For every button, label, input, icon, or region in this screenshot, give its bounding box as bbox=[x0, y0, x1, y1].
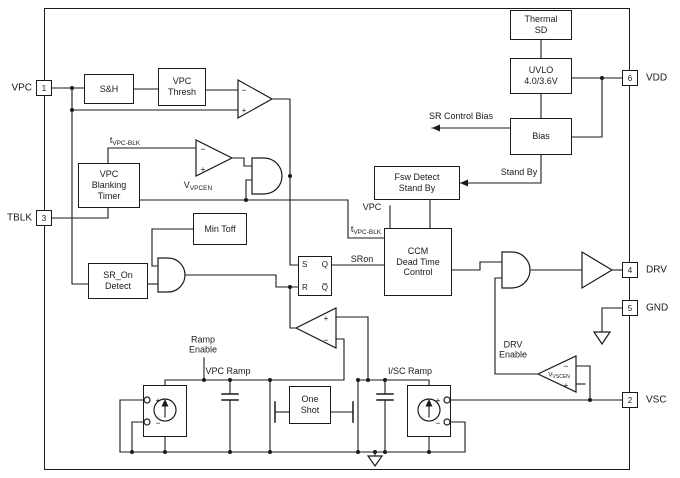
label-vpc-node: VPC bbox=[361, 201, 383, 213]
block-ccm-line1: CCM bbox=[407, 245, 429, 256]
current-source-vpc-box bbox=[143, 385, 187, 437]
pin-tblk-label: TBLK bbox=[6, 212, 32, 224]
block-fsw-detect-line2: Stand By bbox=[398, 183, 436, 193]
block-sample-hold: S&H bbox=[84, 74, 134, 104]
label-t-vpc-blk: tVPC-BLK bbox=[108, 134, 142, 148]
block-vpc-blanking-timer: VPC Blanking Timer bbox=[78, 163, 140, 208]
label-drv-enable: DRV Enable bbox=[497, 339, 529, 361]
sr-flip-flop: S Q R Q̅ bbox=[298, 256, 332, 296]
block-fsw-detect-line1: Fsw Detect bbox=[394, 172, 440, 183]
block-one-shot-line1: One bbox=[301, 394, 319, 405]
label-v-vscen: VVSCEN bbox=[548, 371, 570, 380]
label-t-vpc-blk-sub: VPC-BLK bbox=[112, 139, 141, 147]
block-sr-on-detect-line1: SR_On bbox=[103, 270, 133, 281]
block-thermal-sd: Thermal SD bbox=[510, 10, 572, 40]
flip-flop-qbar-label: Q̅ bbox=[321, 283, 328, 292]
current-source-isc-box bbox=[407, 385, 451, 437]
block-one-shot: One Shot bbox=[289, 386, 331, 424]
pin-drv-label: DRV bbox=[646, 264, 667, 276]
block-min-toff-line1: Min Toff bbox=[204, 223, 236, 234]
label-sr-control-bias: SR Control Bias bbox=[427, 110, 495, 122]
block-fsw-detect-standby: Fsw Detect Stand By bbox=[374, 166, 460, 200]
pin-drv: 4 bbox=[622, 262, 638, 278]
block-sample-hold-line1: S&H bbox=[99, 83, 119, 94]
block-uvlo-line2: 4.0/3.6V bbox=[524, 76, 558, 86]
label-t-vpc-blk-sub: VPC-BLK bbox=[353, 228, 382, 236]
block-bias: Bias bbox=[510, 118, 572, 155]
pin-vsc-number: 2 bbox=[627, 395, 633, 405]
flip-flop-reset-label: R bbox=[302, 283, 308, 292]
pin-vdd-number: 6 bbox=[627, 73, 633, 83]
block-uvlo: UVLO 4.0/3.6V bbox=[510, 58, 572, 94]
block-ccm-line2: Dead Time bbox=[396, 256, 440, 267]
pin-vpc: 1 bbox=[36, 80, 52, 96]
pin-vdd-label: VDD bbox=[646, 72, 668, 84]
label-ramp-enable: Ramp Enable bbox=[187, 334, 219, 356]
pin-gnd-number: 5 bbox=[627, 303, 633, 313]
block-bias-line1: Bias bbox=[532, 131, 550, 142]
block-thermal-sd-line1: Thermal bbox=[524, 14, 558, 25]
pin-vpc-number: 1 bbox=[41, 83, 47, 93]
label-v-vpcen-sub: VPCEN bbox=[189, 184, 213, 192]
label-drv-enable-line2: Enable bbox=[498, 350, 528, 360]
block-vpc-blanking-timer-line2: Blanking bbox=[91, 180, 127, 191]
block-sr-on-detect-line2: Detect bbox=[104, 281, 131, 291]
pin-vsc: 2 bbox=[622, 392, 638, 408]
pin-tblk: 3 bbox=[36, 210, 52, 226]
block-vpc-blanking-timer-line1: VPC bbox=[99, 169, 119, 180]
pin-gnd: 5 bbox=[622, 300, 638, 316]
block-vpc-thresh-line1: VPC bbox=[172, 76, 192, 87]
flip-flop-set-label: S bbox=[302, 260, 308, 269]
pin-vsc-label: VSC bbox=[646, 394, 667, 406]
label-ramp-enable-line1: Ramp bbox=[190, 334, 215, 345]
chip-outline bbox=[44, 8, 630, 470]
block-one-shot-line2: Shot bbox=[300, 405, 320, 415]
block-vpc-thresh: VPC Thresh bbox=[158, 68, 206, 106]
block-min-toff: Min Toff bbox=[193, 213, 247, 245]
block-vpc-thresh-line2: Thresh bbox=[167, 87, 196, 97]
label-stand-by: Stand By bbox=[499, 166, 539, 178]
pin-gnd-label: GND bbox=[646, 302, 669, 314]
label-v-vpcen-base: V bbox=[183, 179, 190, 190]
label-v-vscen-sub: VSCEN bbox=[552, 373, 570, 380]
flip-flop-q-label: Q bbox=[321, 260, 328, 269]
pin-tblk-number: 3 bbox=[41, 213, 47, 223]
block-thermal-sd-line2: SD bbox=[534, 25, 548, 35]
label-t-vpc-blk: tVPC-BLK bbox=[349, 223, 383, 237]
label-v-vpcen: VVPCEN bbox=[182, 179, 214, 193]
label-t-vpc-blk-base: t bbox=[109, 134, 113, 145]
block-ccm-line3: Control bbox=[403, 267, 433, 278]
pin-vdd: 6 bbox=[622, 70, 638, 86]
label-sron: SRon bbox=[349, 253, 375, 265]
block-vpc-blanking-timer-line3: Timer bbox=[97, 190, 121, 201]
label-ramp-enable-line2: Enable bbox=[188, 345, 218, 355]
pin-drv-number: 4 bbox=[627, 265, 633, 275]
block-ccm-dead-time-control: CCM Dead Time Control bbox=[384, 228, 452, 296]
label-drv-enable-line1: DRV bbox=[503, 339, 523, 350]
label-isc-ramp: I/SC Ramp bbox=[386, 365, 434, 377]
block-sr-on-detect: SR_On Detect bbox=[88, 263, 148, 299]
block-uvlo-line1: UVLO bbox=[528, 65, 554, 76]
pin-vpc-label: VPC bbox=[11, 82, 32, 94]
label-vpc-ramp: VPC Ramp bbox=[204, 365, 252, 377]
